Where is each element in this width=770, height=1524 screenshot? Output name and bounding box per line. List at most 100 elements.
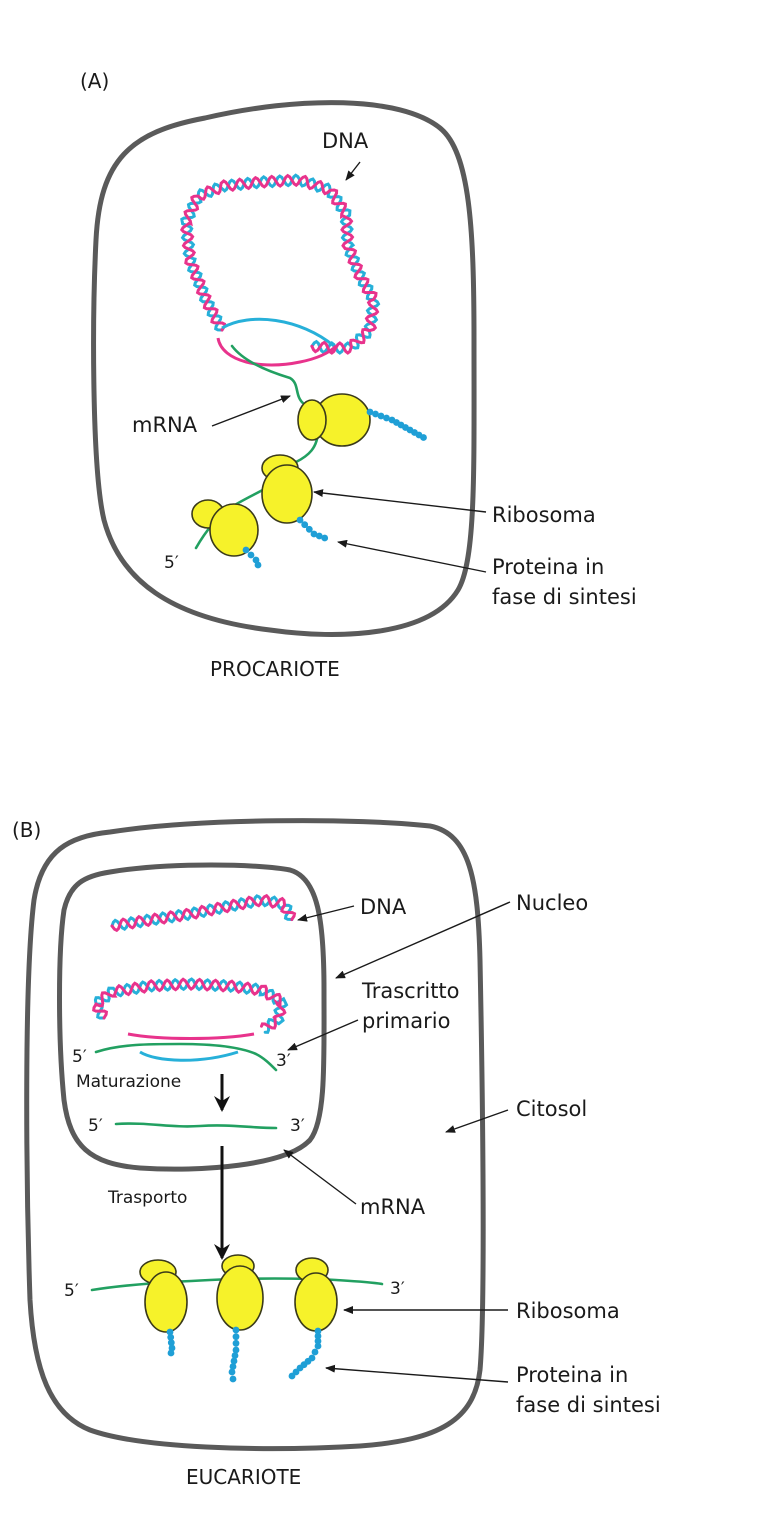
three-prime-mrna: 3′	[290, 1116, 305, 1136]
protein-label-a-line2: fase di sintesi	[492, 585, 637, 609]
transcription-bubble-coding	[216, 337, 338, 367]
ribosome-b2	[216, 1254, 264, 1331]
ribosome-b3	[294, 1257, 338, 1332]
protein-label-b-line2: fase di sintesi	[516, 1393, 661, 1417]
transcription-bubble-b-template	[139, 1050, 239, 1062]
prokaryote-cell-membrane	[91, 100, 477, 637]
amino-acid	[230, 1357, 238, 1365]
amino-acid	[315, 532, 323, 540]
amino-acid	[167, 1339, 175, 1347]
amino-acid	[288, 1372, 296, 1380]
polypeptide-a3	[242, 546, 262, 569]
ribosome-a2	[261, 454, 313, 524]
ribosome-label-a: Ribosoma	[492, 503, 596, 527]
amino-acid	[383, 414, 390, 422]
dna-strand-pink	[92, 977, 287, 1030]
dna-strand-pink	[179, 173, 380, 355]
primary-transcript	[94, 1042, 278, 1072]
panel-b-tag: (B)	[12, 818, 41, 842]
amino-acid	[166, 1328, 174, 1336]
amino-acid	[372, 410, 379, 418]
transport-label: Trasporto	[107, 1188, 187, 1208]
amino-acid	[247, 551, 255, 559]
transcript-label-line2: primario	[362, 1009, 450, 1033]
amino-acid	[296, 516, 304, 524]
amino-acid	[314, 1327, 322, 1335]
transcription-bubble-template	[221, 317, 335, 348]
protein-label-a-line1: Proteina in	[492, 555, 604, 579]
mrna-label-a: mRNA	[132, 413, 198, 437]
three-prime-transcript: 3′	[276, 1051, 291, 1071]
panel-b: (B)	[12, 818, 661, 1489]
amino-acid	[167, 1349, 175, 1357]
dna-label-b: DNA	[360, 895, 407, 919]
protein-label-b-line1: Proteina in	[516, 1363, 628, 1387]
amino-acid	[305, 525, 313, 533]
amino-acid	[232, 1339, 240, 1347]
panel-a-tag: (A)	[80, 69, 109, 93]
polypeptide-b2	[228, 1326, 240, 1383]
mrna-label-b: mRNA	[360, 1195, 426, 1219]
amino-acid	[314, 1337, 322, 1345]
nucleus-envelope	[57, 862, 327, 1172]
amino-acid	[321, 534, 329, 542]
amino-acid	[167, 1333, 175, 1341]
nucleus-arrow	[335, 901, 511, 979]
cytosol-label: Citosol	[516, 1097, 587, 1121]
dna-strand-blue	[180, 173, 381, 355]
transcript-label-line1: Trascritto	[361, 979, 460, 1003]
five-prime-transcript: 5′	[72, 1047, 87, 1067]
amino-acid	[229, 1363, 237, 1370]
dna-strand-pink	[110, 893, 297, 933]
amino-acid	[228, 1368, 236, 1376]
protein-arrow-a	[337, 539, 487, 573]
amino-acid	[314, 1342, 322, 1350]
polypeptide-a2	[296, 516, 329, 542]
dna-arrow-a	[345, 161, 361, 181]
amino-acid	[311, 1348, 319, 1356]
mrna-arrow-b	[283, 1149, 357, 1205]
cytosol-arrow	[445, 1109, 509, 1133]
transcript-arrow	[287, 1019, 359, 1051]
five-prime-a: 5′	[164, 553, 179, 573]
mature-mrna-nucleus	[114, 1122, 278, 1130]
circular-dna	[179, 173, 381, 355]
ribosome-a3	[191, 499, 259, 557]
amino-acid	[231, 1352, 239, 1359]
eukaryote-title: EUCARIOTE	[186, 1465, 301, 1489]
eukaryote-cell-membrane	[24, 818, 486, 1452]
ribosome-arrow-a	[313, 489, 487, 513]
prokaryote-title: PROCARIOTE	[210, 657, 340, 681]
nucleus-label: Nucleo	[516, 891, 588, 915]
ribosome-b1	[139, 1259, 188, 1333]
five-prime-mrna: 5′	[88, 1116, 103, 1136]
amino-acid	[420, 434, 427, 441]
nuclear-dna-strand-1	[110, 893, 297, 933]
amino-acid	[232, 1326, 240, 1334]
five-prime-cyto: 5′	[64, 1281, 79, 1301]
nuclear-dna-strand-2	[92, 977, 289, 1034]
amino-acid	[301, 521, 309, 529]
dna-arrow-b	[297, 905, 355, 922]
amino-acid	[242, 546, 250, 554]
dna-strand-blue	[110, 894, 294, 931]
dna-label-a: DNA	[322, 129, 369, 153]
ribosome-label-b: Ribosoma	[516, 1299, 620, 1323]
transcription-bubble-b-coding	[127, 1032, 255, 1040]
panel-a: (A) DNA mRNA Ribosoma	[80, 69, 637, 681]
three-prime-cyto: 3′	[390, 1279, 405, 1299]
amino-acid	[232, 1333, 240, 1341]
mrna-arrow-a	[211, 395, 291, 427]
polypeptide-b3	[288, 1327, 322, 1380]
amino-acid	[377, 412, 385, 420]
maturation-label: Maturazione	[76, 1072, 181, 1092]
polypeptide-b1	[166, 1328, 176, 1357]
ribosome-a1	[297, 393, 371, 447]
amino-acid	[229, 1375, 237, 1383]
amino-acid	[314, 1332, 322, 1340]
protein-arrow-b	[325, 1364, 509, 1383]
amino-acid	[310, 530, 318, 538]
amino-acid	[366, 408, 374, 416]
polypeptide-a1	[366, 408, 427, 441]
